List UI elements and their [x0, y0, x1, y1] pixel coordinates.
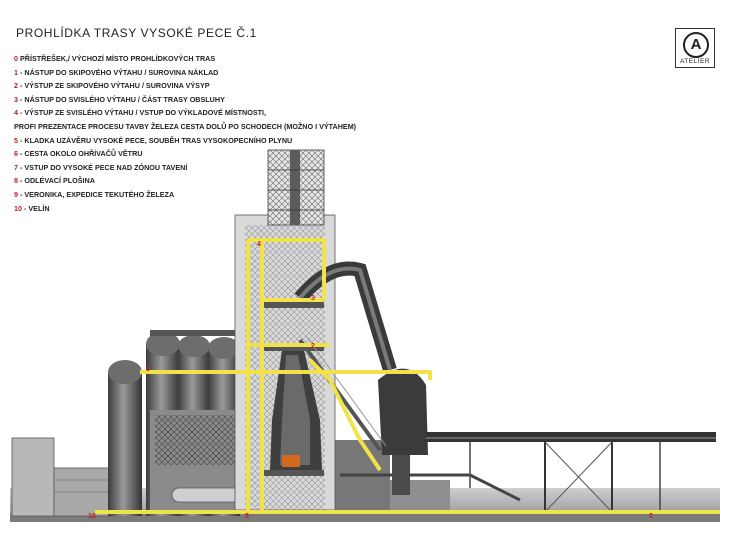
legend-number: 5 [14, 135, 18, 145]
legend-item: PROFI PREZENTACE PROCESU TAVBY ŽELEZA CE… [14, 120, 356, 134]
control-building [11, 437, 115, 517]
legend-number: 9 [14, 189, 18, 199]
route-marker: 10 [88, 513, 96, 520]
legend-text: - ODLÉVACÍ PLOŠINA [18, 176, 95, 186]
logo-circle-icon: A [683, 32, 709, 58]
legend-text: - NÁSTUP DO SKIPOVÉHO VÝTAHU / SUROVINA … [18, 67, 219, 77]
legend-item: 6 - CESTA OKOLO OHŘÍVAČŮ VĚTRU [14, 147, 356, 161]
legend-number: 0 [14, 54, 18, 63]
legend-item: 10 - VELÍN [14, 202, 356, 216]
route-marker: 2 [311, 343, 315, 350]
legend-text: - VELÍN [22, 203, 50, 213]
route-legend: 0 PŘÍSTŘEŠEK,/ VÝCHOZÍ MÍSTO PROHLÍDKOVÝ… [14, 52, 356, 215]
legend-item: 7 - VSTUP DO VYSOKÉ PECE NAD ZÓNOU TAVEN… [14, 161, 356, 175]
route-marker: 4 [257, 241, 261, 248]
gas-downcomer [294, 261, 428, 495]
legend-number: 8 [14, 176, 18, 186]
legend-item: 4 - VÝSTUP ZE SVISLÉHO VÝTAHU / VSTUP DO… [14, 106, 356, 120]
skip-incline [298, 335, 387, 452]
tour-route [95, 238, 720, 514]
page-title: PROHLÍDKA TRASY VYSOKÉ PECE Č.1 [16, 26, 257, 40]
legend-item: 9 - VERONIKA, EXPEDICE TEKUTÉHO ŽELEZA [14, 188, 356, 202]
route-marker: 8 [245, 513, 249, 520]
legend-item: 1 - NÁSTUP DO SKIPOVÉHO VÝTAHU / SUROVIN… [14, 66, 356, 80]
legend-number: 2 [14, 81, 18, 91]
legend-item: 0 PŘÍSTŘEŠEK,/ VÝCHOZÍ MÍSTO PROHLÍDKOVÝ… [14, 52, 356, 66]
legend-number: 7 [14, 162, 18, 172]
legend-item: 8 - ODLÉVACÍ PLOŠINA [14, 174, 356, 188]
legend-text: - KLADKA UZÁVĚRU VYSOKÉ PECE, SOUBĚH TRA… [18, 135, 293, 145]
legend-item: 3 - NÁSTUP DO SVISLÉHO VÝTAHU / ČÁST TRA… [14, 93, 356, 107]
atelier-logo: A ATELIER [675, 28, 715, 68]
route-marker: 3 [311, 295, 315, 302]
logo-text: ATELIER [679, 58, 711, 65]
legend-text: - VSTUP DO VYSOKÉ PECE NAD ZÓNOU TAVENÍ [18, 162, 188, 172]
route-markers: 4 3 2 6 8 10 0 [88, 241, 653, 520]
route-marker: 6 [146, 366, 150, 373]
route-marker: 0 [649, 513, 653, 520]
legend-text: - VÝSTUP ZE SKIPOVÉHO VÝTAHU / SUROVINA … [18, 81, 210, 91]
legend-item: 5 - KLADKA UZÁVĚRU VYSOKÉ PECE, SOUBĚH T… [14, 134, 356, 148]
legend-number: 6 [14, 149, 18, 159]
lower-machinery [150, 410, 521, 510]
furnace-tower [234, 149, 336, 511]
legend-number: 4 [14, 108, 18, 118]
legend-number: 10 [14, 203, 22, 213]
legend-text: - CESTA OKOLO OHŘÍVAČŮ VĚTRU [18, 149, 143, 159]
logo-letter: A [690, 36, 702, 53]
legend-text: - NÁSTUP DO SVISLÉHO VÝTAHU / ČÁST TRASY… [18, 94, 225, 104]
legend-number: 1 [14, 67, 18, 77]
legend-text: - VÝSTUP ZE SVISLÉHO VÝTAHU / VSTUP DO V… [18, 108, 267, 118]
legend-number: 3 [14, 94, 18, 104]
legend-text: - VERONIKA, EXPEDICE TEKUTÉHO ŽELEZA [18, 189, 175, 199]
legend-text: PROFI PREZENTACE PROCESU TAVBY ŽELEZA CE… [14, 121, 357, 131]
legend-item: 2 - VÝSTUP ZE SKIPOVÉHO VÝTAHU / SUROVIN… [14, 79, 356, 93]
conveyor-bridge [426, 432, 716, 513]
legend-text: PŘÍSTŘEŠEK,/ VÝCHOZÍ MÍSTO PROHLÍDKOVÝCH… [18, 54, 216, 63]
